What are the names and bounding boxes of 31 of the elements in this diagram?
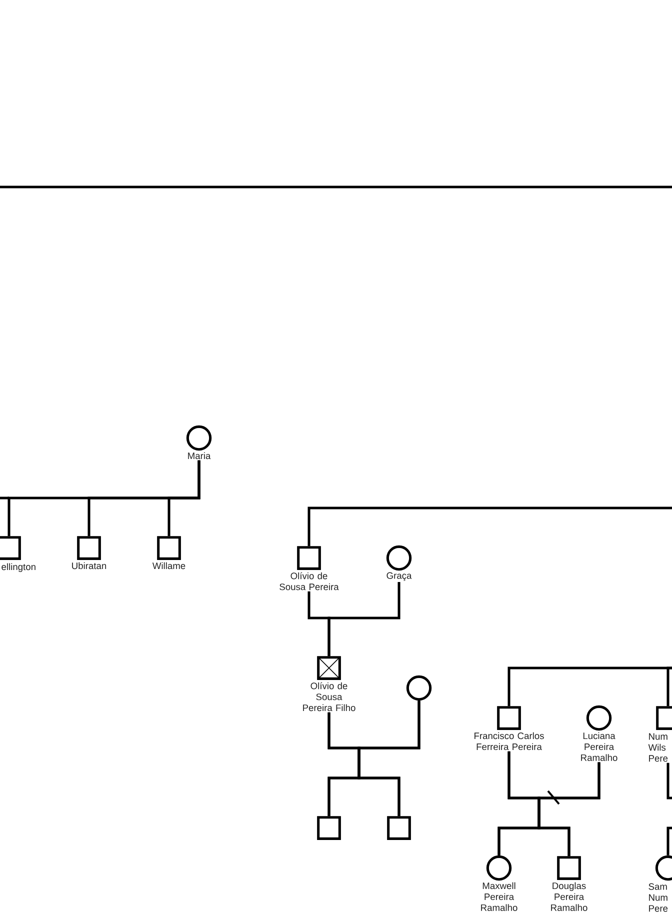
- node-label: Willame: [152, 562, 186, 570]
- pedigree-square: Douglas Pereira Ramalho: [551, 856, 588, 911]
- node-label: Francisco Carlos Ferreira Pereira: [474, 732, 544, 750]
- node-label: Olívio de Sousa Pereira: [280, 572, 339, 590]
- pedigree-circle: [406, 675, 432, 701]
- pedigree-line: [358, 700, 420, 816]
- node-label: Graça: [386, 572, 412, 581]
- pedigree-square: Willame: [152, 536, 186, 570]
- pedigree-square: Francisco Carlos Ferreira Pereira: [474, 706, 544, 750]
- node-label: Maxwell Pereira Ramalho: [481, 882, 518, 911]
- pedigree-line: [538, 762, 600, 856]
- pedigree-square: Olívio de Sousa Pereira: [280, 546, 339, 590]
- pedigree-line: [666, 762, 672, 856]
- pedigree-line: [308, 506, 672, 546]
- pedigree-square: ellington: [0, 536, 36, 572]
- node-label: Luciana Pereira Ramalho: [581, 732, 618, 761]
- node-label: Num Wils Pere: [648, 733, 668, 762]
- pedigree-line: [666, 666, 672, 706]
- node-label: Douglas Pereira Ramalho: [551, 882, 588, 911]
- node-label: ellington: [2, 563, 36, 572]
- node-label: Sam Num Pere: [648, 883, 668, 912]
- pedigree-line: [328, 582, 400, 656]
- pedigree-square: Ubiratan: [72, 536, 106, 570]
- pedigree-square: Num Wils Pere: [648, 706, 672, 762]
- node-label: Ubiratan: [72, 562, 106, 570]
- pedigree-line: [168, 460, 200, 536]
- pedigree-square: [317, 816, 341, 840]
- node-label: Olívio de Sousa Pereira Filho: [303, 682, 356, 712]
- pedigree-square: [387, 816, 411, 840]
- node-label: Maria: [188, 452, 211, 460]
- pedigree-square: Olívio de Sousa Pereira Filho: [303, 656, 356, 712]
